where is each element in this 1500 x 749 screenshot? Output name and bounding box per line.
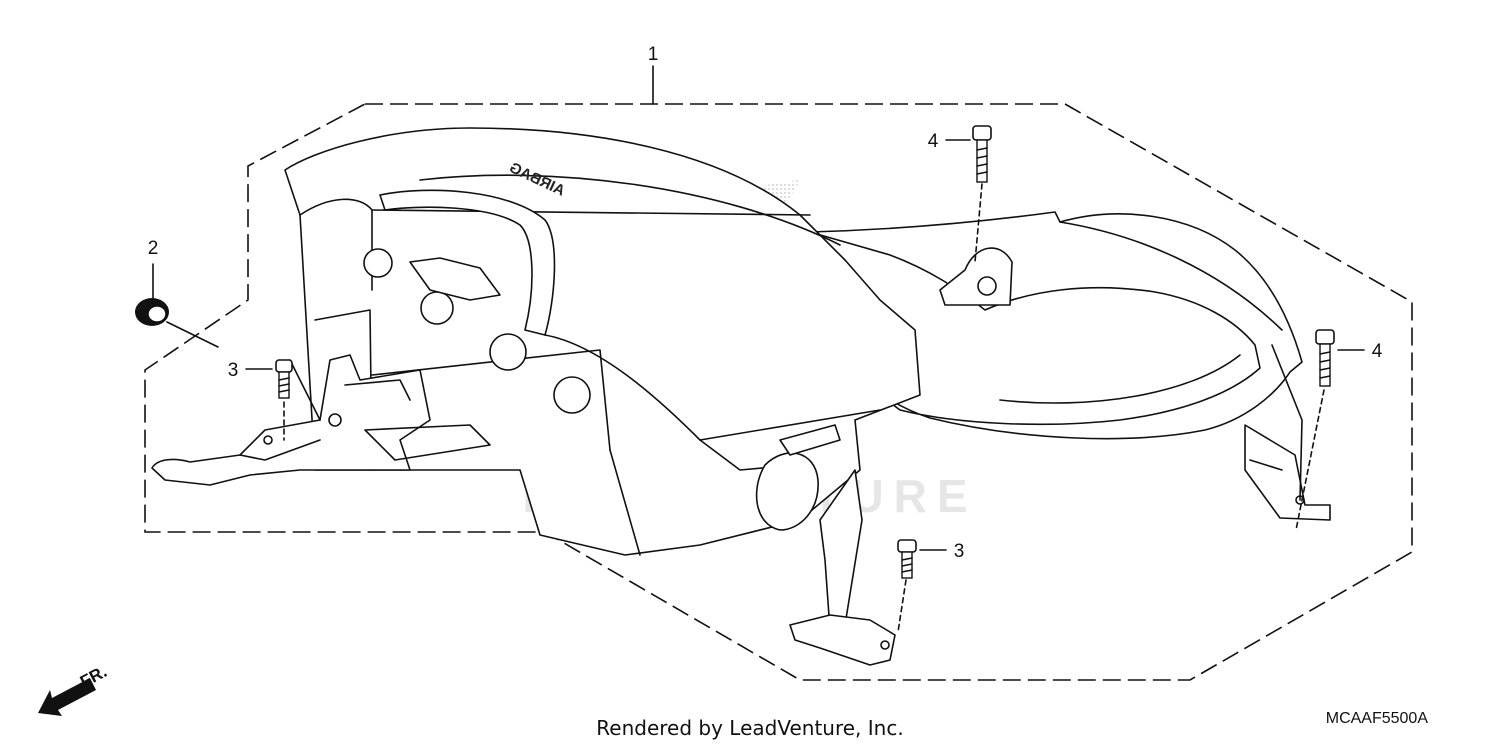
left-bracket <box>151 354 491 486</box>
footer-credit: Rendered by LeadVenture, Inc. <box>596 716 904 740</box>
airbag-housing <box>284 127 921 666</box>
callout-4-top: 4 <box>928 131 939 152</box>
leader-lines <box>152 65 1365 633</box>
bolt-3-bottom <box>897 539 917 579</box>
assembly-boundary <box>144 103 1413 681</box>
callout-3-left: 3 <box>228 360 239 381</box>
bolt-4-right <box>1315 329 1335 387</box>
callout-2: 2 <box>148 238 159 259</box>
callout-4-right: 4 <box>1372 341 1383 362</box>
bolt-3-left <box>275 359 293 399</box>
bolt-4-top <box>972 125 992 183</box>
front-arrow-icon: FR. <box>38 662 110 716</box>
callout-3-bottom: 3 <box>954 541 965 562</box>
diagram-code: MCAAF5500A <box>1325 710 1428 727</box>
callout-1: 1 <box>648 44 659 65</box>
grommet <box>135 298 169 326</box>
right-bracket <box>809 211 1331 521</box>
